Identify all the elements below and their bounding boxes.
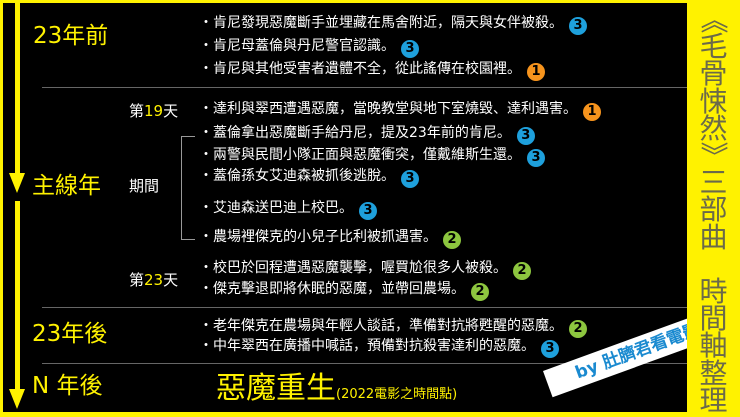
badge-2: 2	[513, 262, 531, 280]
badge-2: 2	[443, 231, 461, 249]
arrowhead-icon	[9, 173, 25, 193]
badge-2: 2	[471, 283, 489, 301]
event-item: ・肯尼發現惡魔斷手並埋藏在馬舍附近，隔天與女伴被殺。3	[199, 14, 587, 35]
label-day-23: 第23天	[129, 271, 179, 289]
label-day-19: 第19天	[129, 102, 179, 120]
side-title-char: 軸	[699, 329, 728, 363]
event-item: ・達利與翠西遭遇惡魔，當晚教堂與地下室燒毀、達利遇害。1	[199, 100, 601, 121]
badge-3: 3	[527, 149, 545, 167]
arrowhead-icon	[9, 389, 25, 409]
side-title-char: 部	[699, 193, 728, 227]
side-title-char: 三	[699, 166, 728, 200]
badge-3: 3	[401, 170, 419, 188]
event-item: ・中年翠西在廣播中喊話，預備對抗殺害達利的惡魔。3	[199, 337, 559, 358]
side-title-char: 整	[699, 356, 728, 390]
timeline-panel: 23年前 ・肯尼發現惡魔斷手並埋藏在馬舍附近，隔天與女伴被殺。3 ・肯尼母蓋倫與…	[3, 3, 687, 412]
event-item: ・農場裡傑克的小兒子比利被抓遇害。2	[199, 228, 461, 249]
badge-2: 2	[569, 320, 587, 338]
event-item: ・艾迪森送巴迪上校巴。3	[199, 199, 377, 220]
side-title-char: 骨	[699, 57, 728, 91]
badge-3: 3	[516, 127, 535, 145]
divider	[42, 307, 687, 308]
badge-3: 3	[401, 40, 419, 58]
label-23-years-before: 23年前	[33, 23, 109, 49]
event-item: ・傑克擊退即將休眠的惡魔，並帶回農場。2	[199, 280, 489, 301]
badge-1: 1	[527, 63, 545, 81]
side-title-char: 理	[699, 383, 728, 417]
timeline-arrow-upper	[15, 3, 20, 175]
label-main-year: 主線年	[32, 173, 101, 199]
event-item: ・兩警與民間小隊正面與惡魔衝突，僅戴維斯生還。3	[199, 146, 545, 167]
movie-title: 惡魔重生(2022電影之時間點)	[216, 371, 458, 406]
event-item: ・老年傑克在農場與年輕人談話，準備對抗將甦醒的惡魔。2	[199, 317, 587, 338]
divider	[42, 363, 687, 364]
badge-3: 3	[569, 17, 587, 35]
badge-1: 1	[583, 103, 601, 121]
event-item: ・蓋倫孫女艾迪森被抓後逃脫。3	[199, 167, 419, 188]
period-bracket	[181, 136, 195, 240]
side-title-strip: 《毛骨悚然》三部曲時間軸整理	[687, 0, 740, 416]
badge-3: 3	[541, 340, 559, 358]
event-item: ・肯尼母蓋倫與丹尼警官認識。3	[199, 37, 419, 58]
side-title-char: 悚	[699, 84, 728, 118]
divider	[42, 87, 687, 88]
event-item: ・肯尼與其他受害者遺體不全，從此謠傳在校園裡。1	[199, 60, 545, 81]
timeline-arrow-lower	[15, 201, 20, 391]
side-title-char: 時	[699, 275, 728, 308]
label-period: 期間	[129, 177, 160, 195]
side-title-char: 曲	[699, 220, 728, 254]
label-n-years-after: N 年後	[32, 373, 103, 399]
side-title-char: 然	[699, 111, 728, 145]
label-23-years-after: 23年後	[32, 321, 108, 347]
event-item: ・校巴於回程遭遇惡魔襲擊，喔買尬很多人被殺。2	[199, 259, 531, 280]
movie-note: (2022電影之時間點)	[336, 387, 458, 402]
watermark-ribbon: by 肚臍君看電影	[543, 288, 687, 398]
side-title-char: 毛	[699, 30, 728, 64]
event-item: ・蓋倫拿出惡魔斷手給丹尼，提及23年前的肯尼。3	[199, 124, 535, 145]
side-title-char: 間	[699, 302, 728, 336]
badge-3: 3	[359, 202, 377, 220]
